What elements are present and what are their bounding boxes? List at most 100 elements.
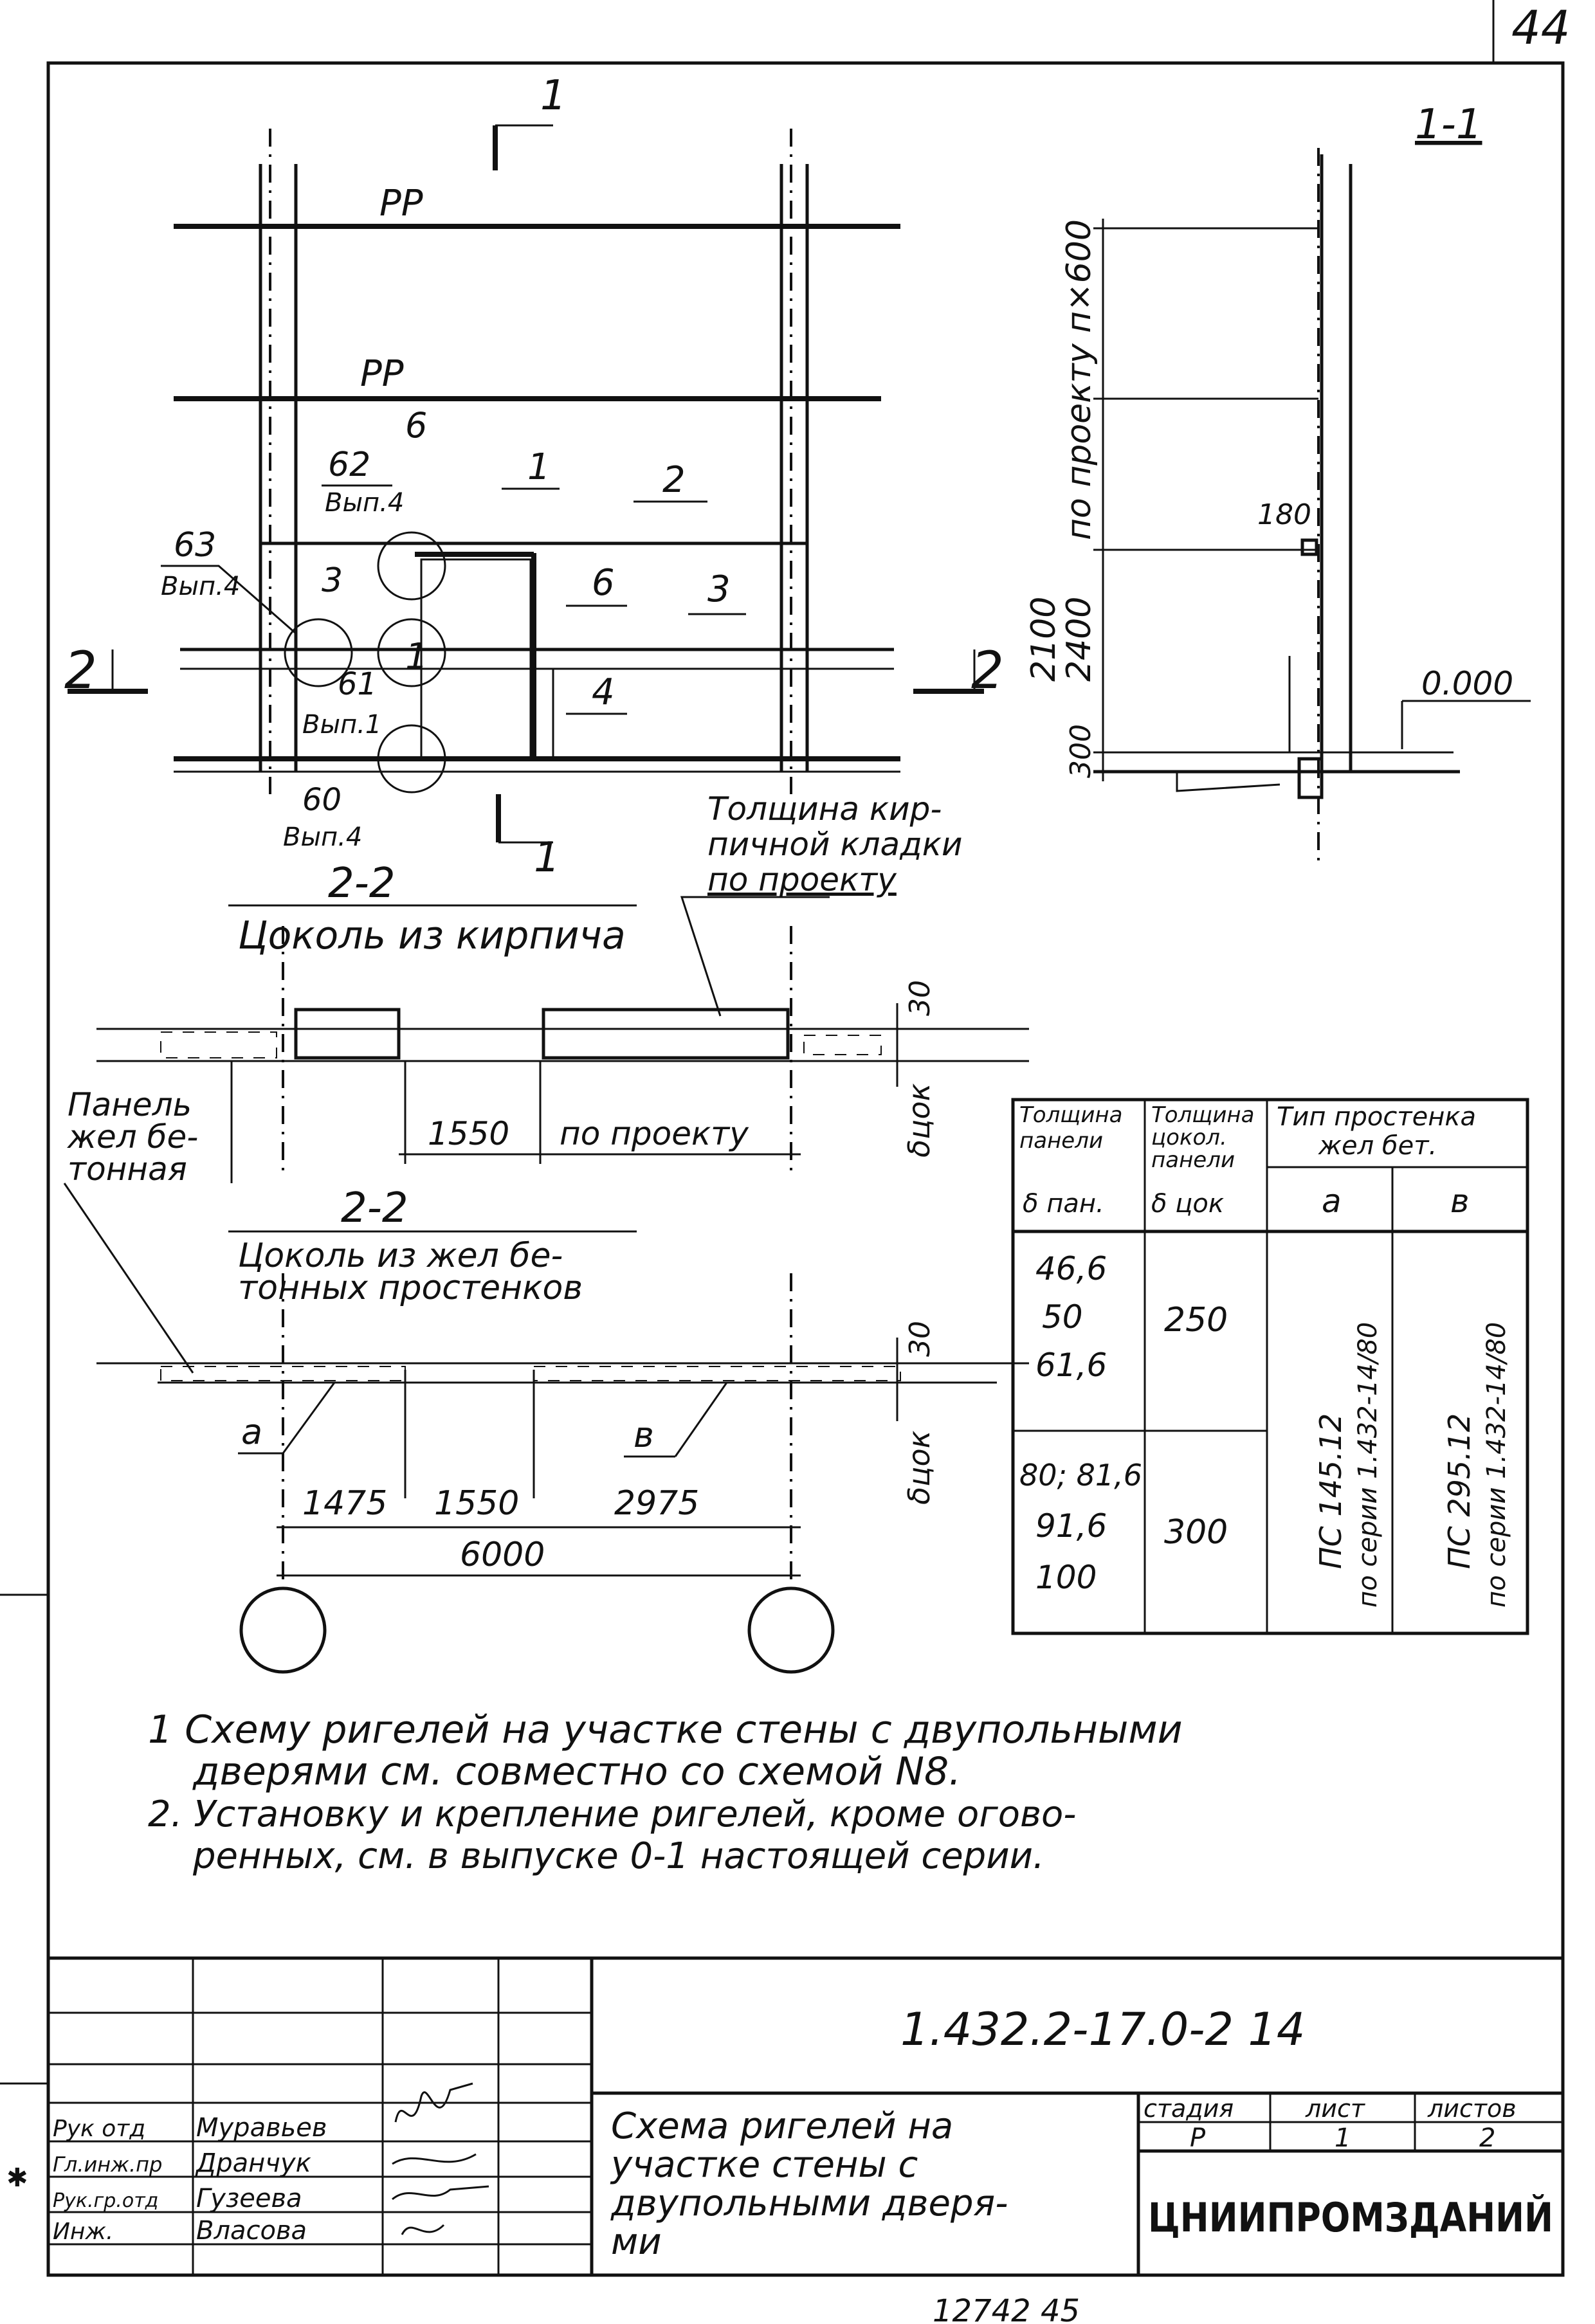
brick-pier-left — [294, 1008, 401, 1060]
axis-bubble-left — [239, 1586, 327, 1674]
table-sub2: δ цок — [1151, 1189, 1224, 1219]
concrete-subtitle-2: тонных простенков — [238, 1269, 583, 1307]
table-r1-plinth: 250 — [1164, 1301, 1228, 1339]
section-1-1-floor-slab — [1176, 772, 1281, 792]
tb-name-3: Гузеева — [196, 2184, 302, 2213]
tb-title-2: участке стены с — [610, 2144, 918, 2186]
concrete-dim-2975: 2975 — [614, 1484, 699, 1523]
callout-63-leader — [161, 565, 296, 635]
callout-6-right: 6 — [592, 562, 615, 604]
tb-title-3: двупольными дверя- — [610, 2183, 1008, 2224]
concrete-label-b-leader — [674, 1382, 728, 1457]
tb-signature-1 — [394, 2082, 473, 2123]
level-label: 0.000 — [1421, 665, 1513, 702]
brick-dim-project: по проекту — [560, 1115, 749, 1152]
table-sub1: δ пан. — [1023, 1189, 1104, 1219]
table-h3-2: жел бет. — [1318, 1131, 1437, 1161]
note-1-cont: дверями см. совместно со схемой N8. — [192, 1749, 961, 1794]
table-type-a-2: по серии 1.432-14/80 — [1353, 1322, 1383, 1608]
callout-62: 62 — [328, 446, 370, 484]
table-r2-p2: 91,6 — [1035, 1507, 1107, 1545]
tb-role-4: Инж. — [53, 2219, 113, 2245]
tb-title-1: Схема ригелей на — [611, 2105, 953, 2147]
table-r1-p1: 46,6 — [1035, 1250, 1107, 1287]
tb-sheet: 1 — [1335, 2123, 1351, 2153]
dim-2100: 2100 — [1025, 597, 1063, 682]
table-sub3b: в — [1450, 1183, 1469, 1220]
section-1-1-rail-node — [1300, 538, 1318, 556]
section-right-label: 2 — [971, 640, 1004, 700]
brick-note-1: Толщина кир- — [707, 790, 942, 828]
concrete-label-a: а — [241, 1412, 262, 1452]
panel-label-leader-2 — [63, 1183, 194, 1374]
tb-name-1: Муравьев — [196, 2113, 327, 2143]
table-sub3a: а — [1322, 1183, 1342, 1220]
tb-sheet-header: лист — [1305, 2094, 1366, 2123]
table-r2-plinth: 300 — [1164, 1513, 1228, 1552]
callout-60: 60 — [302, 782, 342, 818]
section-2-2-concrete-title: 2-2 — [341, 1185, 408, 1232]
section-1-1-view: 1-1 0.000 180 по проекту п×600 2100 2400… — [1025, 101, 1531, 862]
rail-label-1: РР — [379, 183, 423, 224]
margin-mark-icon: ✱ — [6, 2163, 28, 2193]
table-border — [1011, 1098, 1529, 1635]
section-2-2-concrete-view: 2-2 Цоколь из жел бе- тонных простенков … — [96, 1185, 1029, 1674]
note-2-line-2: ренных, см. в выпуске 0-1 настоящей сери… — [192, 1835, 1044, 1877]
concrete-dim-1550: 1550 — [434, 1484, 519, 1523]
concrete-dim-30: 30 — [904, 1321, 936, 1357]
brick-dim-1550: 1550 — [428, 1115, 509, 1152]
panel-label-2: жел бе- — [67, 1118, 198, 1156]
dim-300: 300 — [1064, 724, 1097, 778]
tb-signature-2 — [392, 2153, 477, 2165]
axis-bubble-right — [747, 1586, 835, 1674]
concrete-dim-bcok: δцок — [902, 1430, 936, 1505]
table-type-b-2: по серии 1.432-14/80 — [1482, 1322, 1511, 1608]
tb-role-2: Гл.инж.пр — [53, 2152, 162, 2177]
door-opening — [420, 558, 532, 760]
callout-6-top: 6 — [405, 405, 427, 446]
callout-63: 63 — [174, 526, 216, 565]
section-1-1-plinth-block — [1297, 757, 1324, 799]
table-r1-p2: 50 — [1042, 1298, 1083, 1336]
tb-sheets: 2 — [1479, 2123, 1495, 2153]
brick-note-2: пичной кладки — [707, 826, 962, 863]
callout-63-sub: Вып.4 — [161, 572, 240, 601]
panel-label-3: тонная — [68, 1150, 187, 1188]
table-h2-3: панели — [1151, 1147, 1235, 1173]
tb-stage: Р — [1190, 2123, 1206, 2153]
callout-3-left: 3 — [322, 561, 343, 600]
tb-organization: ЦНИИПРОМЗДАНИЙ — [1148, 2194, 1553, 2241]
tb-sheets-header: листов — [1427, 2094, 1517, 2123]
callout-62-sub: Вып.4 — [325, 488, 404, 518]
concrete-subtitle-1: Цоколь из жел бе- — [238, 1237, 563, 1275]
pier-type-table: Толщина панели Толщина цокол. панели Тип… — [1011, 1098, 1529, 1635]
rail-label-2: РР — [360, 353, 404, 395]
elevation-view: 1 1 2 2 РР РР 6 62 Вып.4 63 Вып.4 3 61 В… — [64, 72, 1004, 882]
section-mark-top-label: 1 — [540, 72, 567, 120]
section-mark-bottom-label: 1 — [534, 834, 560, 882]
panel-label-1: Панель — [68, 1086, 192, 1123]
callout-1: 1 — [527, 446, 551, 488]
notes: 1 Схему ригелей на участке стены с двупо… — [148, 1707, 1183, 1877]
tb-code: 1.432.2-17.0-2 14 — [900, 2003, 1305, 2056]
callout-60-sub: Вып.4 — [283, 822, 362, 852]
concrete-pier-b — [533, 1366, 901, 1381]
brick-note-3: по проекту — [707, 861, 897, 898]
sheet-frame — [46, 61, 1565, 2277]
concrete-dim-6000: 6000 — [460, 1536, 545, 1574]
section-1-1-title: 1-1 — [1415, 101, 1482, 149]
dim-by-project: по проекту п×600 — [1060, 219, 1098, 540]
tb-role-3: Рук.гр.отд — [53, 2190, 158, 2212]
table-r2-p3: 100 — [1035, 1559, 1097, 1596]
table-h2-2: цокол. — [1151, 1125, 1227, 1150]
concrete-label-b: в — [633, 1415, 654, 1455]
brick-pier-right — [542, 1008, 790, 1060]
tb-name-2: Дранчук — [195, 2148, 311, 2178]
brick-dim-bcok: δцок — [902, 1083, 936, 1157]
detail-circle-61 — [377, 618, 446, 687]
tb-name-4: Власова — [196, 2216, 307, 2246]
concrete-label-a-leader — [282, 1382, 336, 1454]
table-h1-1: Толщина — [1019, 1102, 1123, 1128]
section-2-2-brick-subtitle: Цоколь из кирпича — [238, 913, 626, 958]
